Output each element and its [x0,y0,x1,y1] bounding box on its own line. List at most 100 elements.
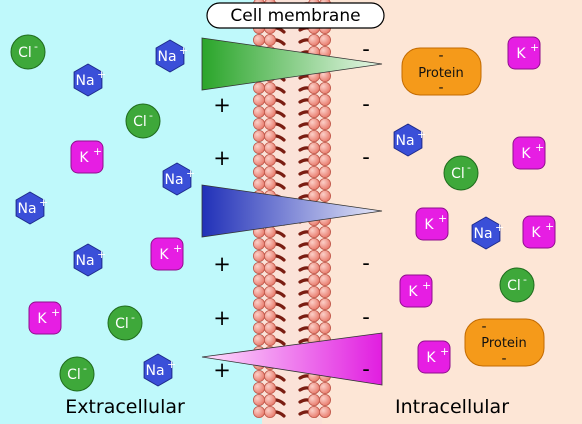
k-ion: K+ [70,140,104,174]
k-ion-charge: + [530,41,539,54]
k-ion: K+ [512,136,546,170]
k-ion-label: K [408,284,418,300]
lipid-head [252,381,265,394]
lipid-head [263,261,276,274]
na-ion-body [162,162,192,196]
cl-ion-label: Cl [133,114,147,130]
lipid-head [252,129,265,142]
lipid-head [307,177,320,190]
na-ion: Na+ [15,191,48,225]
lipid-head [307,381,320,394]
lipid-head [252,393,265,406]
na-ion: Na+ [471,216,504,250]
inside-minus-sign: - [362,357,370,381]
protein-1-label: Protein [418,66,464,81]
lipid-head [252,34,265,47]
lipid-head [252,273,265,286]
k-ion-body [417,340,451,374]
protein-2-charge-bottom: - [501,351,506,367]
cl-ion: Cl- [59,356,95,392]
lipid-head [263,309,276,322]
na-ion: Na+ [143,353,176,387]
inside-minus-sign: - [362,305,370,329]
lipid-head [307,261,320,274]
cl-ion-body [125,103,161,139]
na-ion-charge: + [417,128,426,141]
lipid-head [307,297,320,310]
lipid-head [318,82,331,95]
lipid-head [318,309,331,322]
lipid-head [307,118,320,131]
lipid-head [252,261,265,274]
lipid-head [318,405,331,418]
lipid-head [307,225,320,238]
extracellular-label: Extracellular [65,396,185,418]
title: Cell membrane [230,6,360,26]
na-ion-label: Na [395,133,414,149]
cl-ion-body [107,305,143,341]
charge-signs: +++++------ [213,37,370,382]
cl-ion: Cl- [10,34,46,70]
na-ion-body [471,216,501,250]
na-ion-charge: + [97,248,106,261]
outside-plus-sign: + [213,146,231,170]
lipid-head [252,405,265,418]
lipid-head [307,285,320,298]
lipid-head [307,153,320,166]
lipid-head [318,177,331,190]
lipid-head [318,129,331,142]
k-ion-label: K [426,350,436,366]
protein-1-charge-top: - [438,48,443,64]
lipid-head [263,297,276,310]
lipid-head [263,369,276,382]
cl-ion: Cl- [499,267,535,303]
k-ion-body [507,36,541,70]
cl-ion-charge: - [131,311,135,324]
na-ion-label: Na [164,172,183,188]
cl-ion-body [59,356,95,392]
k-ion-charge: + [535,141,544,154]
na-ion-label: Na [473,226,492,242]
lipid-head [252,285,265,298]
cl-ion-label: Cl [67,367,81,383]
protein-2: - Protein - [464,318,545,367]
k-ion-body [415,207,449,241]
na-ion: Na+ [162,162,195,196]
lipid-head [307,273,320,286]
lipid-head [263,177,276,190]
na-ion-label: Na [75,73,94,89]
ions: Cl-Na+Na+Cl-K+Na+Na+Na+K+K+Cl-Cl-Na+K+Na… [10,34,556,392]
na-ion-label: Na [75,253,94,269]
na-ion-charge: + [179,44,188,57]
lipid-head [252,249,265,262]
lipid-head [307,94,320,107]
lipid-head [307,309,320,322]
cl-ion: Cl- [125,103,161,139]
lipid-head [252,153,265,166]
lipid-head [318,225,331,238]
outside-plus-sign: + [213,358,231,382]
lipid-head [263,118,276,131]
sodium-gradient [201,184,383,238]
k-ion-body [70,140,104,174]
lipid-head [307,321,320,334]
k-ion: K+ [399,274,433,308]
na-ion-label: Na [17,201,36,217]
lipid-head [307,141,320,154]
cl-ion-body [443,155,479,191]
lipid-head [252,106,265,119]
cl-ion-body [10,34,46,70]
na-ion-charge: + [167,358,176,371]
lipid-head [263,82,276,95]
inside-minus-sign: - [362,92,370,116]
na-ion-charge: + [495,221,504,234]
lipid-head [318,237,331,250]
title-pill [206,2,385,29]
protein-1: - Protein - [401,47,482,96]
lipid-head [263,153,276,166]
cl-ion-label: Cl [115,316,129,332]
k-ion-charge: + [173,242,182,255]
k-ion-label: K [531,225,541,241]
lipid-head [307,165,320,178]
lipid-head [307,237,320,250]
